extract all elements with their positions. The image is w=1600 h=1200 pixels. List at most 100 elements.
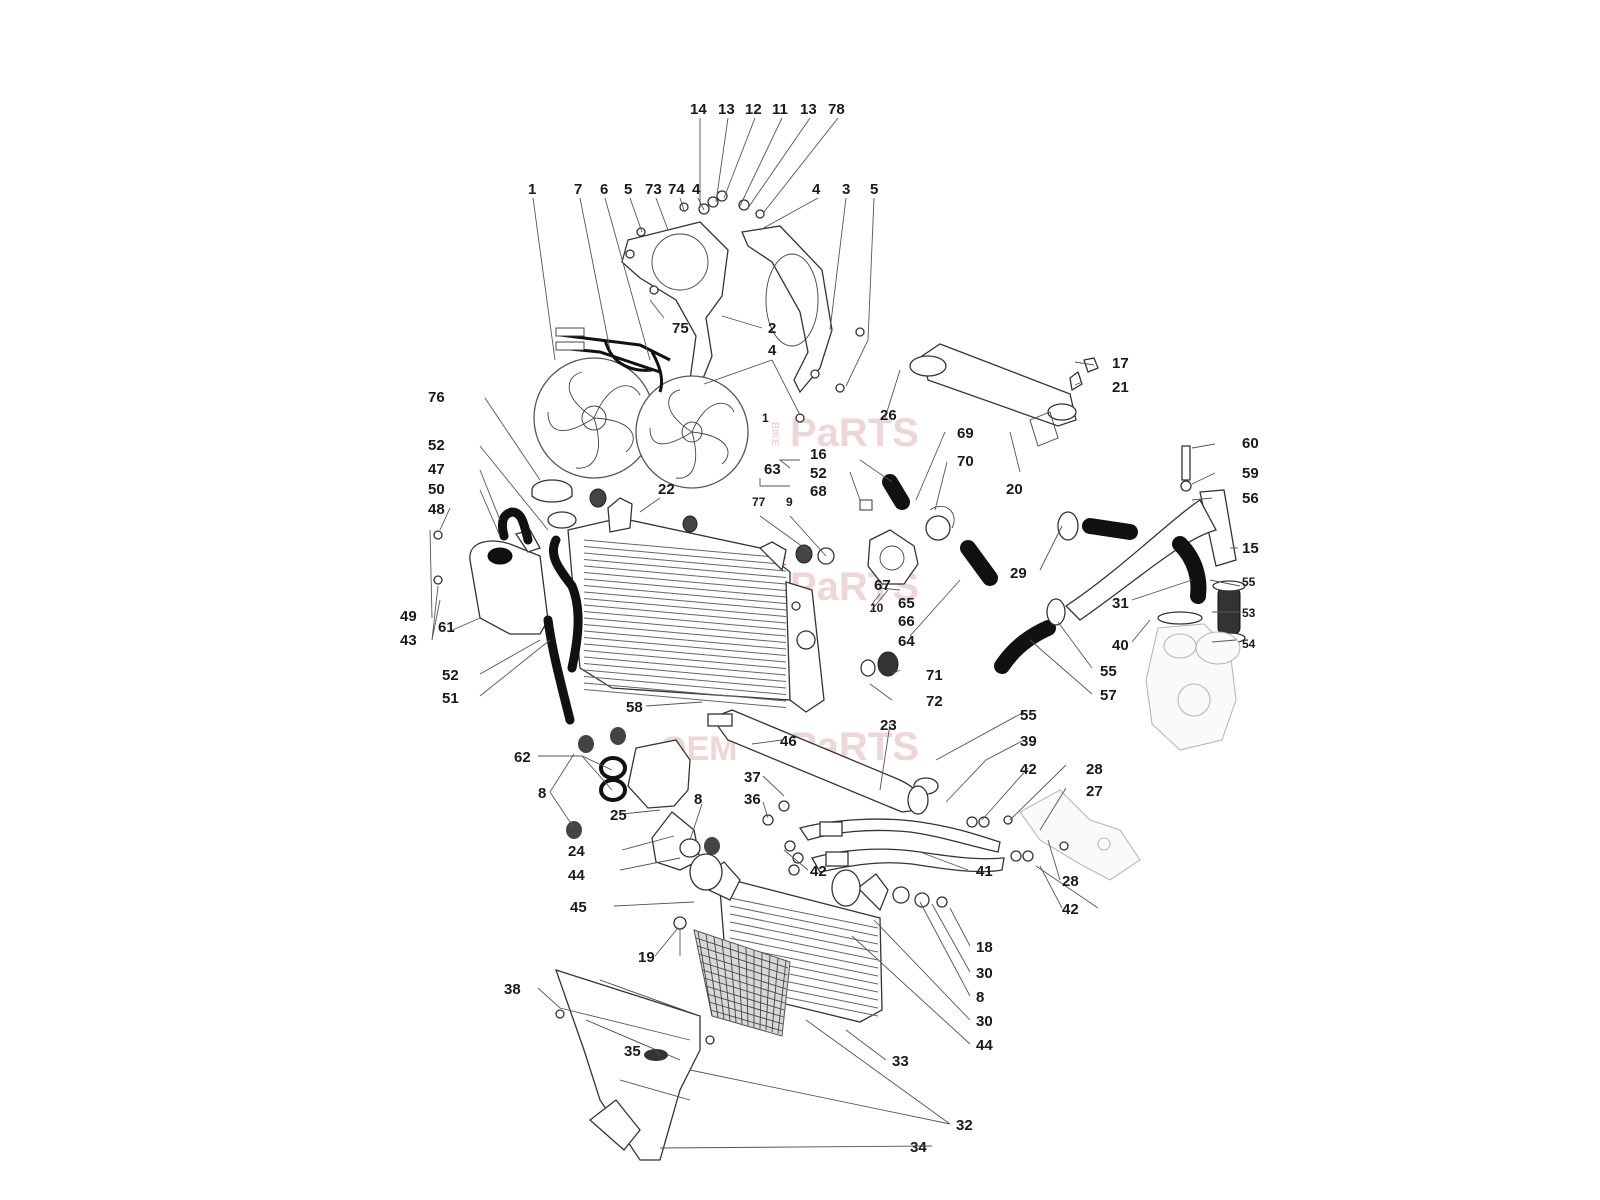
callout: 67 [874,577,891,594]
callout: 8 [976,989,984,1006]
callout: 44 [568,867,585,884]
washer-59 [1180,480,1192,492]
callout: 50 [428,481,445,498]
fin-line [583,552,787,572]
pipe-bolt-60 [1181,445,1191,481]
callout: 31 [1112,595,1129,612]
hose-57 [994,620,1056,674]
fin-line [729,929,879,961]
callout: 1 [762,411,769,425]
svg-text:BIKE: BIKE [769,422,780,446]
callout: 8 [694,791,702,808]
cooling-fan-2 [635,375,749,489]
callout: 46 [780,733,797,750]
callout: 5 [870,181,878,198]
callout: 36 [744,791,761,808]
fin-line [705,985,785,1011]
pipe-cap [1083,357,1099,373]
fin-line [583,611,787,630]
callout: 34 [910,1139,927,1156]
callout: 32 [956,1117,973,1134]
fin-line [729,905,879,937]
expansion-tank [469,529,549,635]
callout: 11 [772,101,788,118]
callout: 9 [786,495,793,509]
callout: 52 [428,437,445,454]
callout: 66 [898,613,915,630]
callout: 52 [810,465,827,482]
fin-line [765,955,771,1031]
fin-line [729,913,879,945]
callout: 63 [764,461,781,478]
fin-line [702,969,786,997]
fin-line [583,669,787,689]
fin-line [583,676,787,695]
oil-cooler-pipes [798,818,1005,873]
fin-line [583,663,787,682]
callout: 1 [528,181,536,198]
fin-line [583,630,787,650]
thermostat-housing [859,499,955,585]
fin-line [583,624,787,643]
callout: 52 [442,667,459,684]
fin-line [697,945,788,976]
fan-bracket-left [621,221,729,387]
callout: 23 [880,717,897,734]
lower-cowl [554,968,701,1161]
fin-line [745,947,749,1026]
fin-line [708,1001,784,1025]
oil-line-banjo [1019,789,1141,881]
callout: 51 [442,690,459,707]
callout: 4 [812,181,821,198]
callout: 13 [718,101,735,118]
fin-line [583,682,787,702]
fin-line [759,952,763,1029]
hose-29 [1057,511,1138,541]
callout: 73 [645,181,662,198]
fan-wiring [555,327,671,393]
misc-bolts [433,530,1069,1045]
callout: 70 [957,453,974,470]
fan-bracket-right [741,225,833,394]
callout: 38 [504,981,521,998]
callout: 55 [1100,663,1117,680]
callout: 55 [1020,707,1037,724]
callout: 62 [514,749,531,766]
callout: 72 [926,693,943,710]
callout: 39 [1020,733,1037,750]
callout: 7 [574,181,582,198]
callout: 47 [428,461,445,478]
callout: 28 [1086,761,1103,778]
fin-line [583,643,787,663]
callout: 33 [892,1053,909,1070]
mesh-lines [695,931,789,1034]
callout: 69 [957,425,974,442]
callout: 55 [1242,575,1256,589]
fin-line [583,617,787,637]
callout: 60 [1242,435,1259,452]
callout: 6 [600,181,608,198]
fin-line [729,897,879,929]
callout: 17 [1112,355,1129,372]
callout: 8 [538,785,546,802]
callout: 16 [810,446,827,463]
fin-line [695,937,789,969]
callout: 64 [898,633,915,650]
fin-line [583,565,787,585]
callout: 18 [976,939,993,956]
callout: 3 [842,181,850,198]
callout: 24 [568,843,585,860]
thermostat-outlet-hose [960,540,998,586]
callout: 5 [624,181,632,198]
main-radiator [547,497,825,713]
fin-line [583,591,787,611]
overflow-hoses [497,507,583,725]
fin-line [583,604,787,624]
fin-line [729,942,737,1023]
callout: 53 [1242,606,1256,620]
callout: 14 [690,101,707,118]
callout: 4 [768,342,777,359]
fin-line [699,953,787,983]
fin-line [583,689,787,708]
